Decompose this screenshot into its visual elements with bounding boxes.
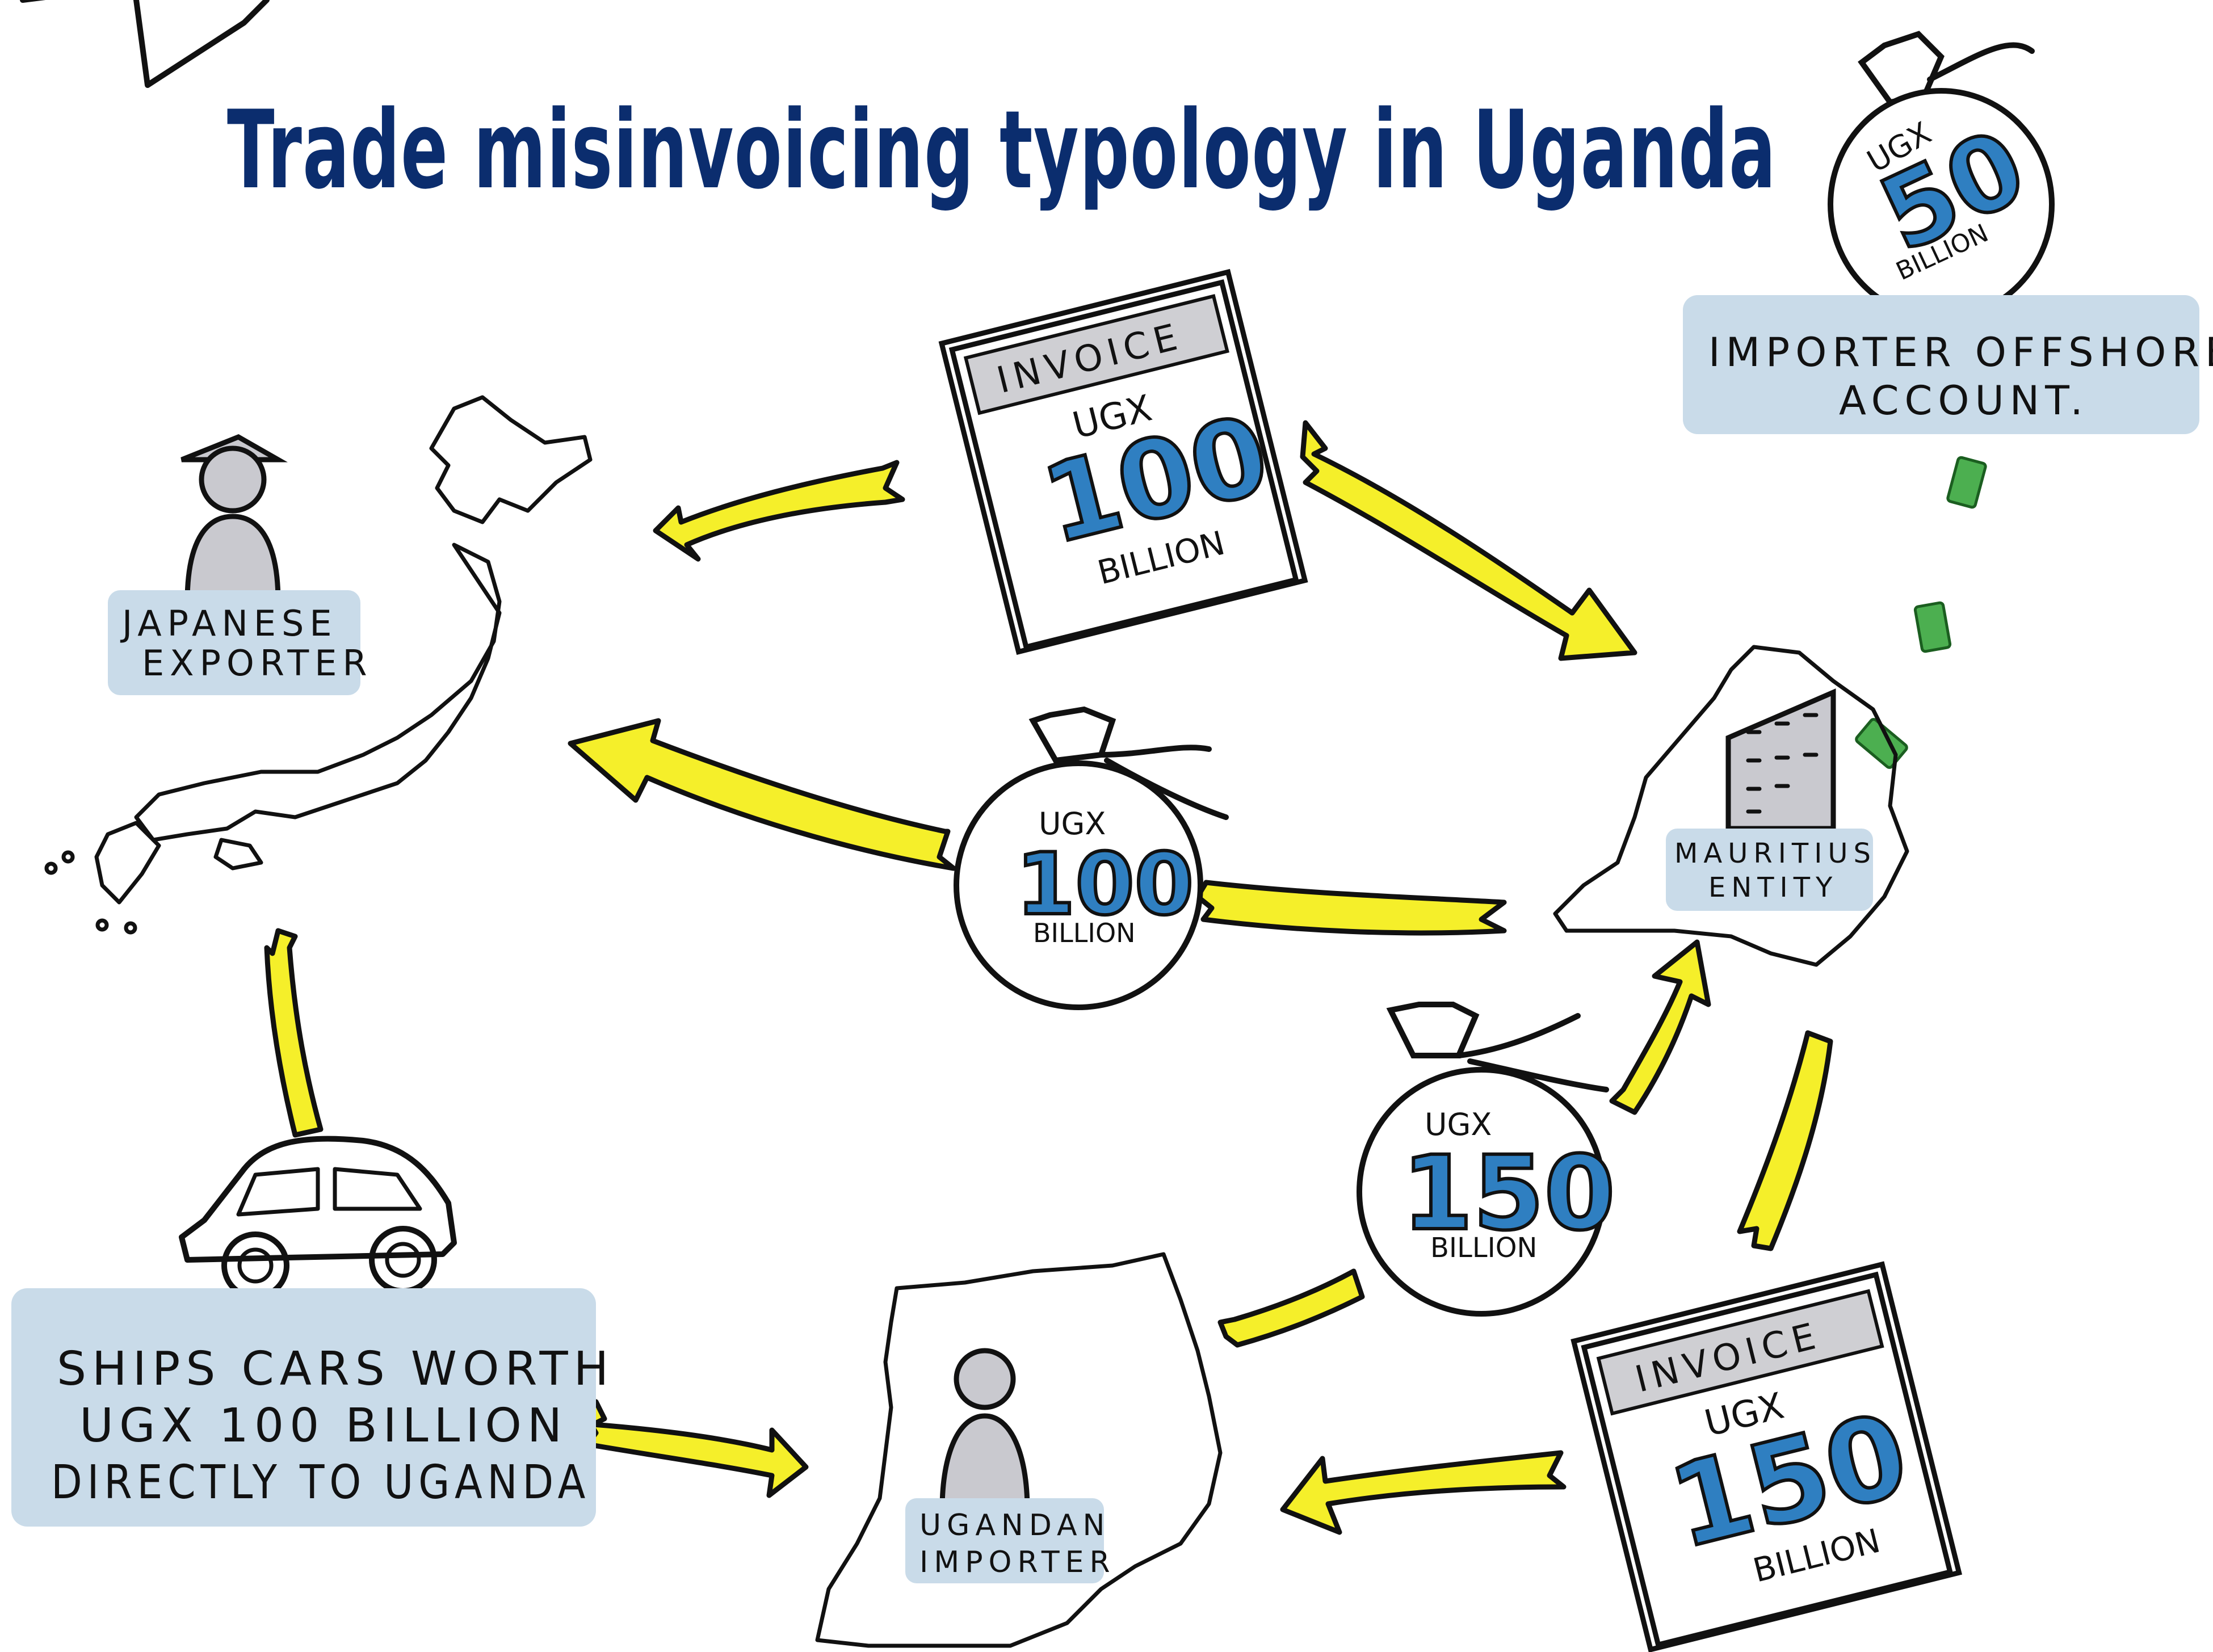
shipment-box: SHIPS CARS WORTH UGX 100 BILLION DIRECTL… xyxy=(11,1288,614,1527)
arrow-invoice150-to-uganda xyxy=(1280,1450,1567,1535)
shipment-line-2: UGX 100 BILLION xyxy=(79,1399,568,1453)
car-icon xyxy=(179,1136,457,1300)
mauritius-entity-label-2: ENTITY xyxy=(1708,872,1838,903)
ugandan-importer: UGANDAN IMPORTER xyxy=(905,1348,1116,1583)
arrow-mauritius-to-invoice150 xyxy=(1737,1030,1833,1251)
uganda-map xyxy=(815,1252,1223,1648)
ugandan-importer-label-1: UGANDAN xyxy=(919,1508,1110,1542)
arrow-bag150-to-mauritius xyxy=(1609,939,1711,1115)
bag-50: UGX 50 BILLION xyxy=(1828,31,2055,321)
person-icon xyxy=(199,445,267,514)
money-flow-bills xyxy=(1855,456,1987,769)
shipment-line-3: DIRECTLY TO UGANDA xyxy=(51,1456,590,1510)
bag-100: UGX 100 BILLION xyxy=(954,706,1229,1010)
person-icon xyxy=(954,1348,1016,1410)
bag-150: UGX 150 BILLION xyxy=(1357,1002,1617,1317)
offshore-account: IMPORTER OFFSHORE ACCOUNT. xyxy=(1683,295,2213,434)
ugandan-importer-label-2: IMPORTER xyxy=(919,1545,1116,1579)
bag-100-currency: UGX xyxy=(1039,806,1106,842)
mauritius-entity: MAURITIUS ENTITY xyxy=(1666,829,1876,911)
arrow-bag-to-japan xyxy=(568,718,956,871)
mauritius-entity-label-1: MAURITIUS xyxy=(1674,838,1876,869)
mauritius-map xyxy=(1553,645,1909,967)
arrow-mauritius-to-bag xyxy=(1195,880,1507,936)
arrow-shipment-to-uganda xyxy=(585,1399,809,1498)
banknote-icon xyxy=(1913,601,1952,653)
arrow-invoice-to-japan xyxy=(653,460,905,562)
banknote-icon xyxy=(1946,456,1987,509)
bag-100-amount: 100 xyxy=(1016,835,1194,934)
bag-150-currency: UGX xyxy=(1425,1107,1492,1142)
bag-150-amount: 150 xyxy=(1402,1134,1615,1253)
shipment-line-1: SHIPS CARS WORTH xyxy=(57,1342,614,1396)
japan-map xyxy=(44,395,593,935)
page-title: Trade misinvoicing typology in Uganda xyxy=(227,87,1777,213)
arrow-invoice-to-mauritius xyxy=(1300,420,1637,661)
building-icon xyxy=(1725,688,1836,831)
bag-100-unit: BILLION xyxy=(1033,918,1136,948)
offshore-account-label-2: ACCOUNT. xyxy=(1839,377,2089,424)
japanese-exporter-label-2: EXPORTER xyxy=(142,642,373,684)
invoice-100: INVOICE UGX 100 BILLION xyxy=(938,268,1308,655)
offshore-account-label-1: IMPORTER OFFSHORE xyxy=(1708,329,2213,376)
arrow-japan-to-car xyxy=(264,928,324,1138)
flow-arrows xyxy=(264,420,1833,1535)
bag-150-unit: BILLION xyxy=(1430,1232,1537,1264)
japanese-exporter: JAPANESE EXPORTER xyxy=(108,434,373,695)
japanese-exporter-label-1: JAPANESE xyxy=(120,603,338,644)
invoice-150: INVOICE UGX 150 BILLION xyxy=(1570,1261,1962,1652)
arrow-uganda-to-bag150 xyxy=(1217,1268,1365,1348)
corner-doodle xyxy=(20,0,270,88)
